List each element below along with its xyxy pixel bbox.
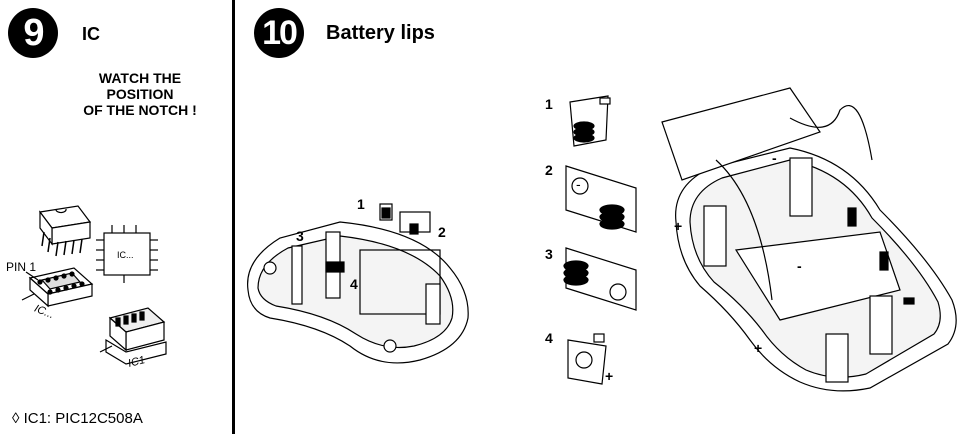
part-index-4: 4 (545, 330, 553, 346)
step-9-badge: 9 (8, 8, 58, 58)
housing-callout: 1 (357, 196, 365, 212)
warning-line: WATCH THE (98, 70, 182, 86)
assembly-mark: + (754, 340, 763, 356)
housing-callout: 3 (296, 228, 304, 244)
assembly-mark: - (797, 258, 802, 274)
part-index-1: 1 (545, 96, 553, 112)
socket-label: IC... (32, 302, 56, 322)
ic-illustration (21, 205, 167, 365)
step-10-badge: 10 (254, 8, 304, 58)
step-9-title: IC (82, 24, 100, 44)
ic1-part-text: IC1: PIC12C508A (23, 410, 143, 427)
notch-warning: WATCH THE POSITION OF THE NOTCH ! (60, 70, 220, 118)
warning-line: POSITION (106, 86, 174, 102)
pin-1-label: PIN 1 (6, 260, 37, 274)
assembly-mark: + (674, 218, 683, 234)
part-index-3: 3 (545, 246, 553, 262)
chip-label: IC1 (126, 354, 147, 370)
assembly-mark: - (772, 150, 777, 166)
part-4-polarity: + (605, 368, 614, 384)
warning-line: OF THE NOTCH ! (83, 102, 197, 118)
housing-callout: 2 (438, 224, 446, 240)
housing-callout: 4 (350, 276, 358, 292)
part-index-2: 2 (545, 162, 553, 178)
ic1-part-note: ◊ IC1: PIC12C508A (12, 410, 143, 427)
step-10-title: Battery lips (326, 22, 435, 44)
diamond-icon: ◊ (12, 410, 20, 427)
ic-symbol-label: IC... (117, 250, 134, 260)
section-divider (232, 0, 235, 434)
part-2-polarity: - (576, 176, 581, 192)
